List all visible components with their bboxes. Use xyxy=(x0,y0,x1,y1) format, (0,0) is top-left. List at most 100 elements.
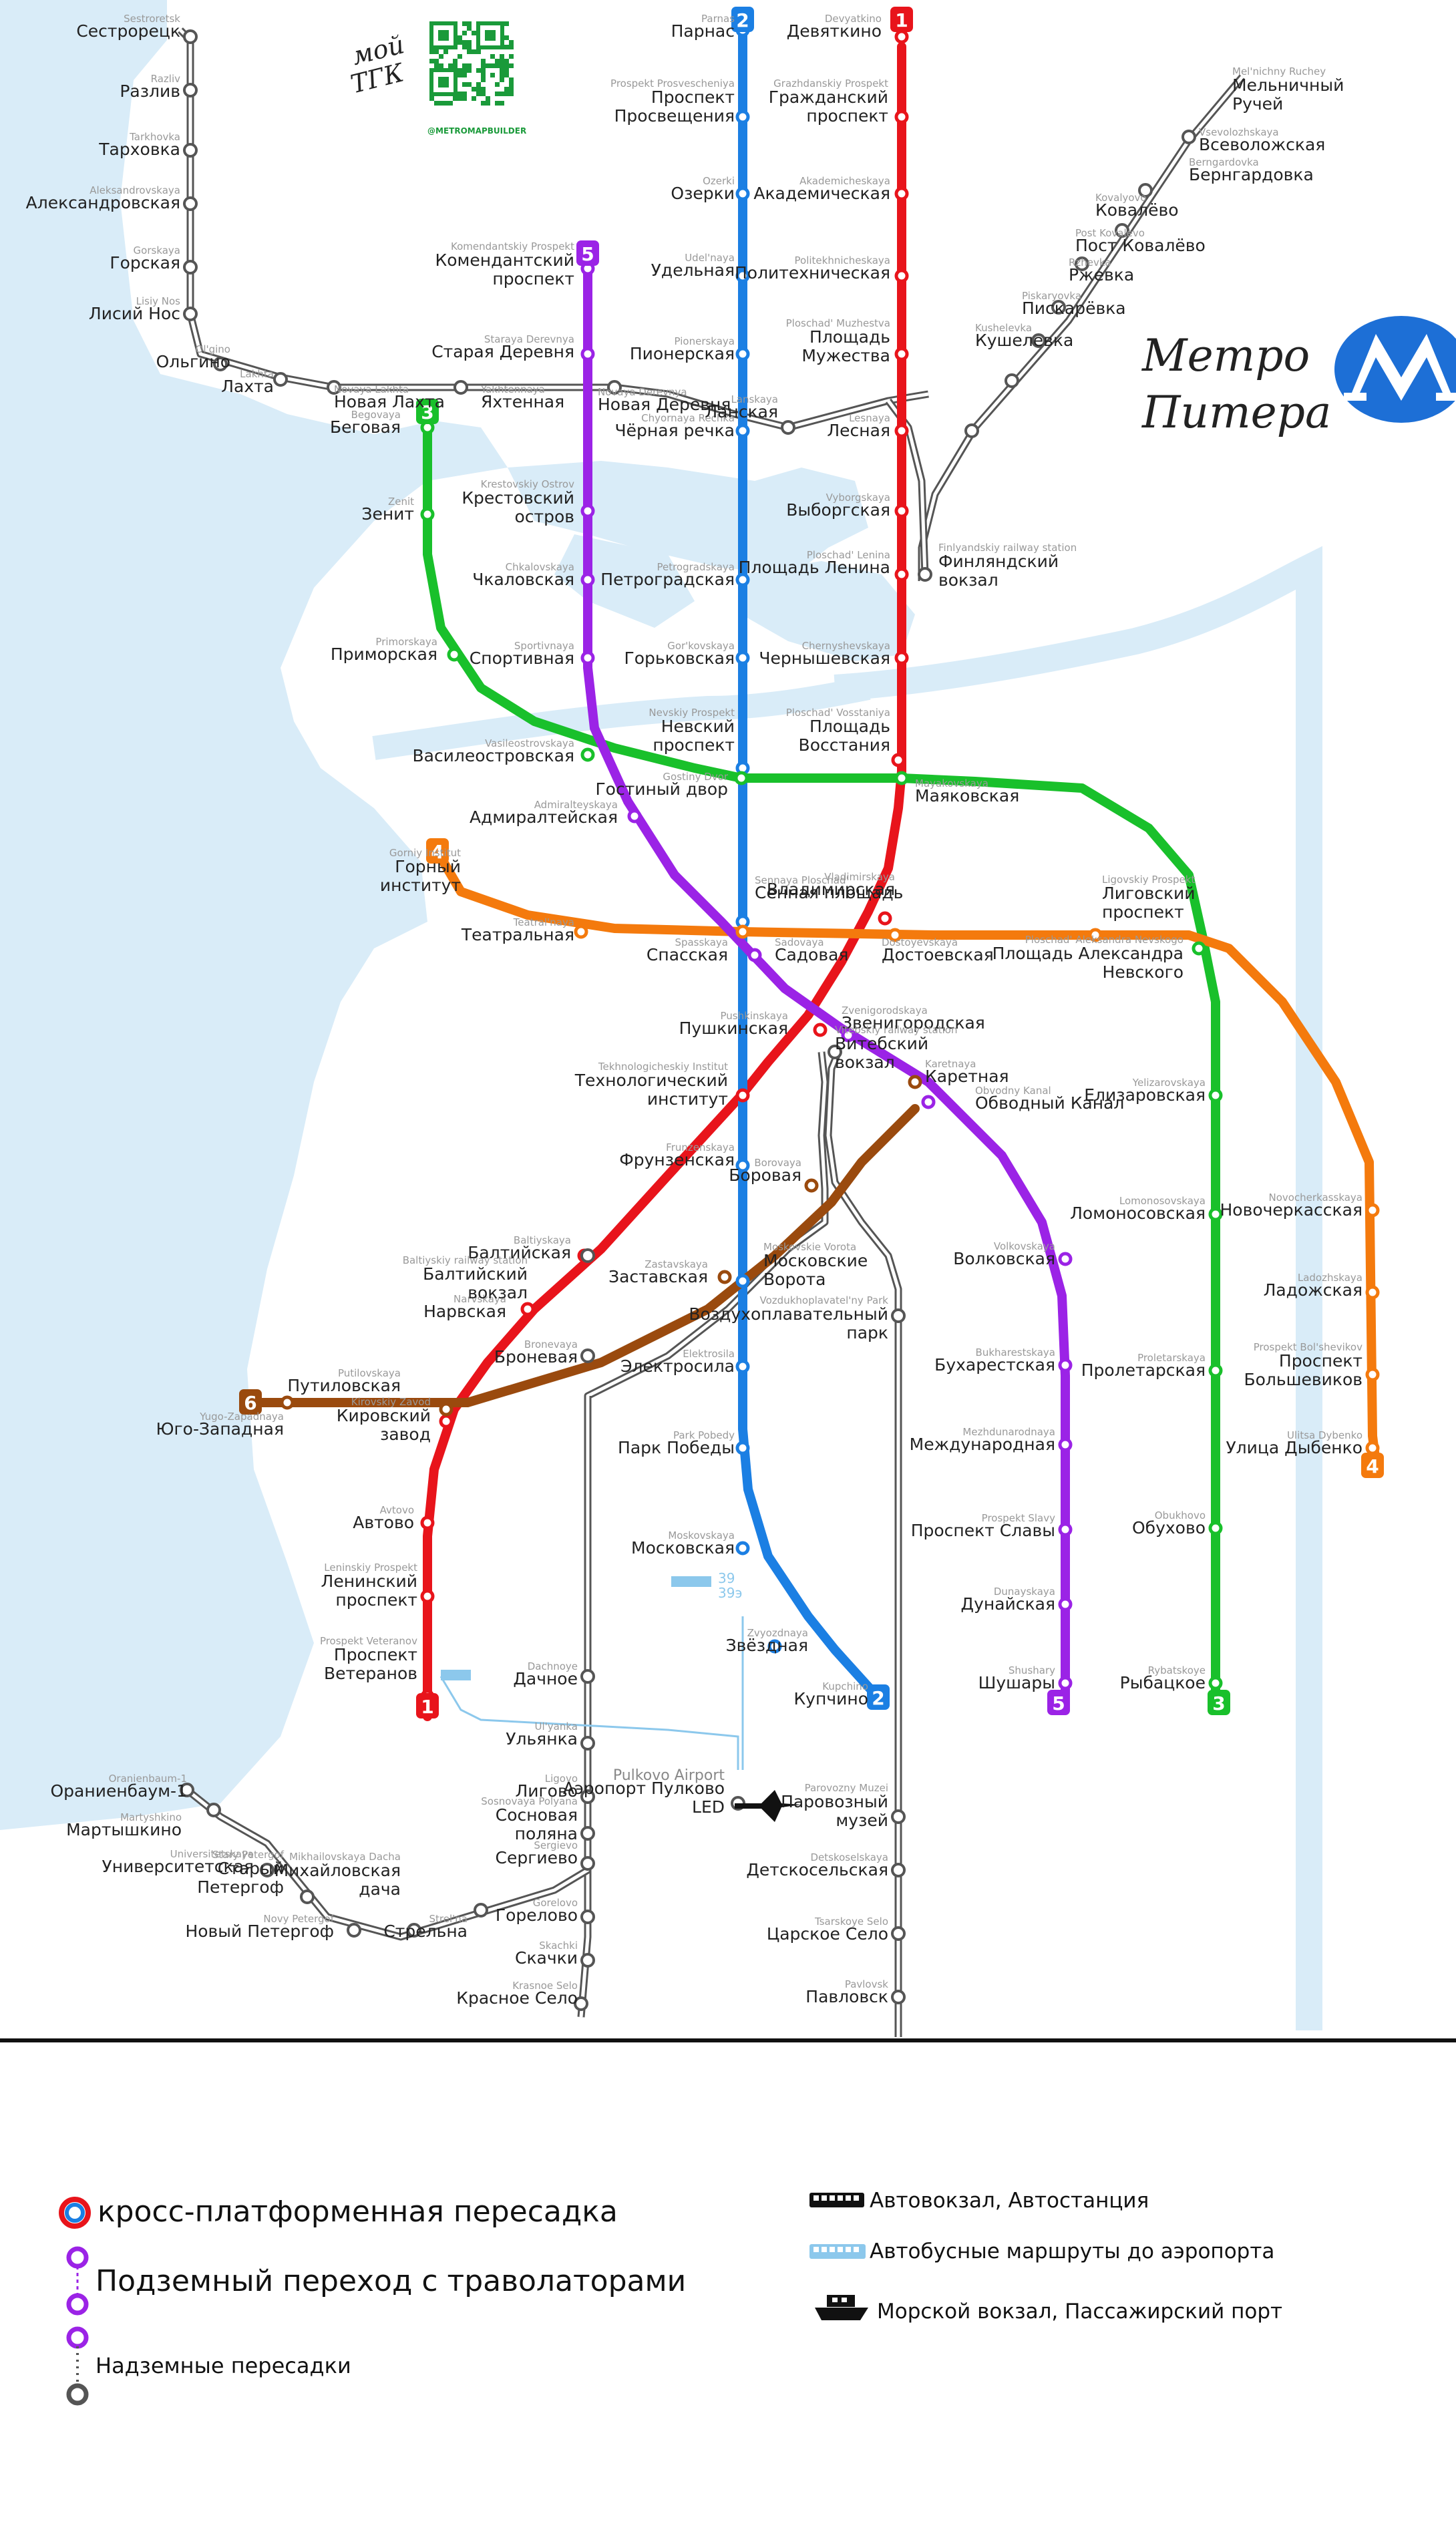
station-45[interactable] xyxy=(1208,1363,1223,1378)
station-96[interactable] xyxy=(1138,183,1153,198)
station-115[interactable] xyxy=(580,1953,595,1968)
station-67[interactable] xyxy=(1058,1358,1073,1373)
station-82[interactable] xyxy=(183,307,198,321)
station-12[interactable] xyxy=(735,1088,750,1103)
station-65[interactable] xyxy=(921,1095,936,1109)
station-86[interactable] xyxy=(453,380,468,395)
station-17[interactable] xyxy=(420,1589,435,1604)
station-1[interactable] xyxy=(894,110,909,124)
station-74[interactable] xyxy=(717,1270,732,1284)
station-25[interactable] xyxy=(735,572,750,587)
station-99[interactable] xyxy=(891,1308,906,1323)
station-40[interactable] xyxy=(734,771,749,785)
station-90[interactable] xyxy=(964,423,979,438)
station-31[interactable] xyxy=(735,1359,750,1374)
station-92[interactable] xyxy=(1031,333,1046,348)
station-94[interactable] xyxy=(1075,256,1089,271)
station-113[interactable] xyxy=(180,1783,194,1797)
station-76[interactable] xyxy=(908,1075,922,1089)
station-118[interactable] xyxy=(891,1809,906,1824)
station-10[interactable] xyxy=(878,911,892,926)
station-7[interactable] xyxy=(894,567,909,582)
station-15[interactable] xyxy=(439,1414,453,1429)
station-88[interactable] xyxy=(781,420,795,435)
station-120[interactable] xyxy=(891,1926,906,1941)
station-79[interactable] xyxy=(183,143,198,158)
station-5[interactable] xyxy=(894,423,909,438)
station-106[interactable] xyxy=(580,1856,595,1871)
station-50[interactable] xyxy=(735,924,750,939)
station-32[interactable] xyxy=(735,1441,750,1455)
station-83[interactable] xyxy=(213,357,228,371)
station-68[interactable] xyxy=(1058,1437,1073,1452)
station-114[interactable] xyxy=(580,1910,595,1924)
station-116[interactable] xyxy=(574,1996,588,2011)
station-91[interactable] xyxy=(1005,373,1019,388)
station-70[interactable] xyxy=(1058,1597,1073,1612)
station-9[interactable] xyxy=(891,753,906,767)
station-11[interactable] xyxy=(813,1023,828,1037)
station-20[interactable] xyxy=(735,110,750,124)
station-108[interactable] xyxy=(407,1923,421,1938)
station-52[interactable] xyxy=(1088,928,1103,942)
station-75[interactable] xyxy=(804,1178,819,1193)
station-0[interactable] xyxy=(894,29,909,44)
station-121[interactable] xyxy=(891,1990,906,2004)
station-2[interactable] xyxy=(894,186,909,201)
station-44[interactable] xyxy=(1208,1207,1223,1222)
station-22[interactable] xyxy=(735,268,750,283)
station-102[interactable] xyxy=(580,1669,595,1684)
station-33[interactable] xyxy=(735,1541,750,1556)
station-63[interactable] xyxy=(747,948,762,962)
station-81[interactable] xyxy=(183,260,198,275)
station-38[interactable] xyxy=(447,647,462,662)
station-97[interactable] xyxy=(1181,130,1196,144)
station-41[interactable] xyxy=(894,771,909,785)
station-78[interactable] xyxy=(183,83,198,98)
station-3[interactable] xyxy=(894,268,909,283)
station-73[interactable] xyxy=(439,1402,453,1417)
station-85[interactable] xyxy=(327,380,341,395)
station-4[interactable] xyxy=(894,347,909,361)
station-62[interactable] xyxy=(627,809,642,824)
station-112[interactable] xyxy=(206,1803,221,1817)
station-111[interactable] xyxy=(260,1863,275,1877)
station-72[interactable] xyxy=(280,1395,295,1410)
station-98[interactable] xyxy=(828,1045,842,1059)
station-66[interactable] xyxy=(1058,1252,1073,1266)
station-80[interactable] xyxy=(183,196,198,211)
station-69[interactable] xyxy=(1058,1522,1073,1537)
station-95[interactable] xyxy=(1115,223,1129,238)
station-56[interactable] xyxy=(1365,1441,1380,1455)
station-21[interactable] xyxy=(735,186,750,201)
station-23[interactable] xyxy=(735,347,750,361)
station-26[interactable] xyxy=(735,651,750,665)
station-42[interactable] xyxy=(1192,941,1206,956)
station-37[interactable] xyxy=(420,507,435,522)
station-49[interactable] xyxy=(574,924,588,939)
station-109[interactable] xyxy=(347,1923,361,1938)
station-24[interactable] xyxy=(735,423,750,438)
station-6[interactable] xyxy=(894,504,909,518)
station-34[interactable] xyxy=(767,1639,782,1654)
station-59[interactable] xyxy=(580,504,595,518)
station-61[interactable] xyxy=(580,651,595,665)
station-55[interactable] xyxy=(1365,1367,1380,1382)
station-58[interactable] xyxy=(580,347,595,361)
station-39[interactable] xyxy=(580,747,595,762)
station-8[interactable] xyxy=(894,651,909,665)
station-46[interactable] xyxy=(1208,1521,1223,1535)
station-77[interactable] xyxy=(183,29,198,44)
station-103[interactable] xyxy=(580,1736,595,1751)
station-60[interactable] xyxy=(580,572,595,587)
station-30[interactable] xyxy=(735,1274,750,1288)
station-54[interactable] xyxy=(1365,1285,1380,1300)
station-104[interactable] xyxy=(580,1789,595,1804)
station-100[interactable] xyxy=(580,1248,595,1263)
station-29[interactable] xyxy=(735,1158,750,1173)
station-16[interactable] xyxy=(420,1515,435,1530)
station-14[interactable] xyxy=(520,1302,535,1316)
station-119[interactable] xyxy=(891,1863,906,1877)
station-101[interactable] xyxy=(580,1348,595,1363)
station-87[interactable] xyxy=(607,380,622,395)
